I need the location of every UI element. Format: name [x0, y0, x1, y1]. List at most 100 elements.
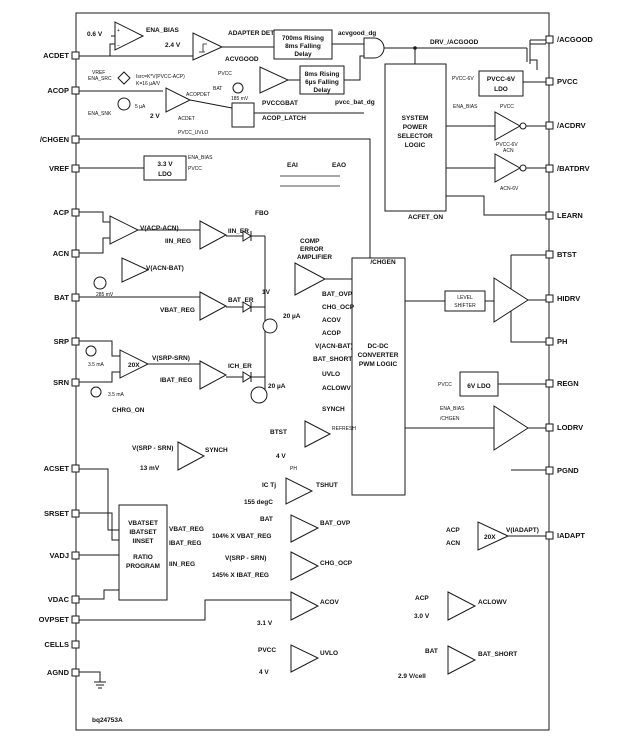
- svg-text:VREF: VREF: [92, 70, 105, 76]
- ldo-3v3: [143, 155, 187, 181]
- and-gate: [363, 37, 385, 59]
- pin-ovpset-pad: [71, 615, 80, 624]
- pin-btst: BTST: [557, 250, 577, 259]
- svg-text:DC-DC: DC-DC: [368, 343, 389, 350]
- svg-text:8ms Rising: 8ms Rising: [305, 71, 340, 78]
- pin-acop-pad: [71, 86, 80, 95]
- svg-text:IIN_ER: IIN_ER: [228, 228, 249, 235]
- svg-text:IIN_REG: IIN_REG: [169, 561, 195, 568]
- svg-text:ERROR: ERROR: [300, 246, 324, 253]
- aclowv-comparator: [447, 591, 477, 621]
- pin-acdrv: /ACDRV: [557, 121, 586, 130]
- acop-comparator: [165, 87, 192, 113]
- pin-acdet: ACDET: [43, 51, 69, 60]
- pin-srp: SRP: [54, 337, 69, 346]
- svg-text:ACP: ACP: [446, 527, 460, 534]
- pin-vadj: VADJ: [50, 551, 69, 560]
- svg-text:3.5 mA: 3.5 mA: [88, 362, 105, 368]
- refresh-comparator: [304, 420, 332, 448]
- acdet-wire: [79, 43, 115, 57]
- svg-text:285 mV: 285 mV: [96, 292, 114, 298]
- svg-text:2 V: 2 V: [150, 113, 160, 120]
- svg-text:ICH_ER: ICH_ER: [228, 363, 252, 370]
- svg-text:V(SRP - SRN): V(SRP - SRN): [132, 445, 173, 452]
- svg-text:ACOV: ACOV: [322, 317, 341, 324]
- acn-bat-comparator: [121, 257, 150, 283]
- svg-text:SELECTOR: SELECTOR: [397, 133, 433, 140]
- current-source-20ua: [250, 386, 268, 404]
- svg-text:CHG_OCP: CHG_OCP: [320, 560, 353, 567]
- acgood-mosfet: [526, 40, 546, 70]
- svg-text:AMPLIFIER: AMPLIFIER: [297, 254, 332, 261]
- ref-0p6v-label: 0.6 V: [87, 31, 103, 38]
- svg-text:ACOPDET: ACOPDET: [186, 92, 210, 98]
- pin-ph-pad: [545, 337, 554, 346]
- svg-text:ACLOWV: ACLOWV: [322, 385, 352, 392]
- ldo-6v: [459, 371, 499, 397]
- batdrv-buffer: [494, 153, 522, 183]
- sink-source: [117, 97, 131, 111]
- ratio-program: [118, 504, 168, 601]
- pin-srp-pad: [71, 337, 80, 346]
- svg-text:4 V: 4 V: [259, 669, 269, 676]
- svg-text:BAT: BAT: [260, 516, 273, 523]
- svg-text:/CHGEN: /CHGEN: [370, 259, 396, 266]
- pin-iadapt: IADAPT: [557, 531, 585, 540]
- svg-text:REFRESH: REFRESH: [332, 426, 356, 432]
- pin-hidrv-pad: [545, 294, 554, 303]
- svg-text:IC Tj: IC Tj: [262, 482, 276, 489]
- svg-text:BAT_SHORT: BAT_SHORT: [313, 356, 352, 363]
- pin-bat-pad: [71, 293, 80, 302]
- adapter-detected-label: ADAPTER DETECTED: [228, 30, 297, 37]
- svg-text:COMP: COMP: [300, 238, 320, 245]
- svg-text:BAT_OVP: BAT_OVP: [322, 291, 353, 298]
- svg-text:20X: 20X: [128, 362, 140, 369]
- svg-text:VBAT_REG: VBAT_REG: [160, 307, 195, 314]
- svg-text:ACDET: ACDET: [178, 116, 195, 122]
- pin-ph: PH: [557, 337, 567, 346]
- tshut-comparator: [285, 477, 314, 505]
- svg-text:POWER: POWER: [403, 124, 428, 131]
- svg-text:pvcc_bat_dg: pvcc_bat_dg: [335, 99, 375, 106]
- drv-acgood-label: DRV_/ACGOOD: [430, 39, 479, 46]
- iadapt-amp: [477, 521, 510, 551]
- svg-text:SYSTEM: SYSTEM: [402, 115, 429, 122]
- current-source-diamond: [117, 71, 131, 85]
- svg-text:20 µA: 20 µA: [283, 313, 301, 320]
- svg-text:Delay: Delay: [313, 87, 331, 94]
- pin-acgood: /ACGOOD: [557, 35, 593, 44]
- synch-comparator: [177, 441, 206, 471]
- pin-pgnd-pad: [545, 466, 554, 475]
- pin-pgnd: PGND: [557, 466, 579, 475]
- pin-agnd-pad: [71, 668, 80, 677]
- acp-acn-amp: [109, 215, 140, 245]
- pin-acn-pad: [71, 249, 80, 258]
- svg-text:IBATSET: IBATSET: [129, 529, 156, 536]
- svg-text:1V: 1V: [262, 289, 271, 296]
- svg-text:LDO: LDO: [158, 171, 172, 178]
- pin-acset: ACSET: [44, 464, 70, 473]
- pin-vadj-pad: [71, 551, 80, 560]
- svg-text:PVCC: PVCC: [438, 382, 452, 388]
- svg-text:PVCC: PVCC: [500, 104, 514, 110]
- svg-text:155 degC: 155 degC: [244, 499, 273, 506]
- system-power-selector: [384, 63, 447, 212]
- part-number: bq24753A: [92, 717, 123, 724]
- pvcc-ldo: [478, 70, 524, 97]
- pin-batdrv: /BATDRV: [557, 164, 590, 173]
- pin-vref: VREF: [49, 164, 69, 173]
- svg-text:SYNCH: SYNCH: [205, 447, 228, 454]
- svg-text:BTST: BTST: [270, 429, 287, 436]
- pin-acgood-pad: [545, 35, 554, 44]
- svg-text:RATIO: RATIO: [133, 554, 153, 561]
- pin-lodrv: LODRV: [557, 423, 583, 432]
- svg-text:−: −: [117, 43, 120, 49]
- svg-text:ACP: ACP: [415, 595, 429, 602]
- svg-text:CHRG_ON: CHRG_ON: [112, 407, 145, 414]
- pin-ovpset: OVPSET: [39, 615, 70, 624]
- svg-text:LDO: LDO: [494, 86, 508, 93]
- pin-srn-pad: [71, 378, 80, 387]
- svg-text:PVCC: PVCC: [218, 71, 232, 77]
